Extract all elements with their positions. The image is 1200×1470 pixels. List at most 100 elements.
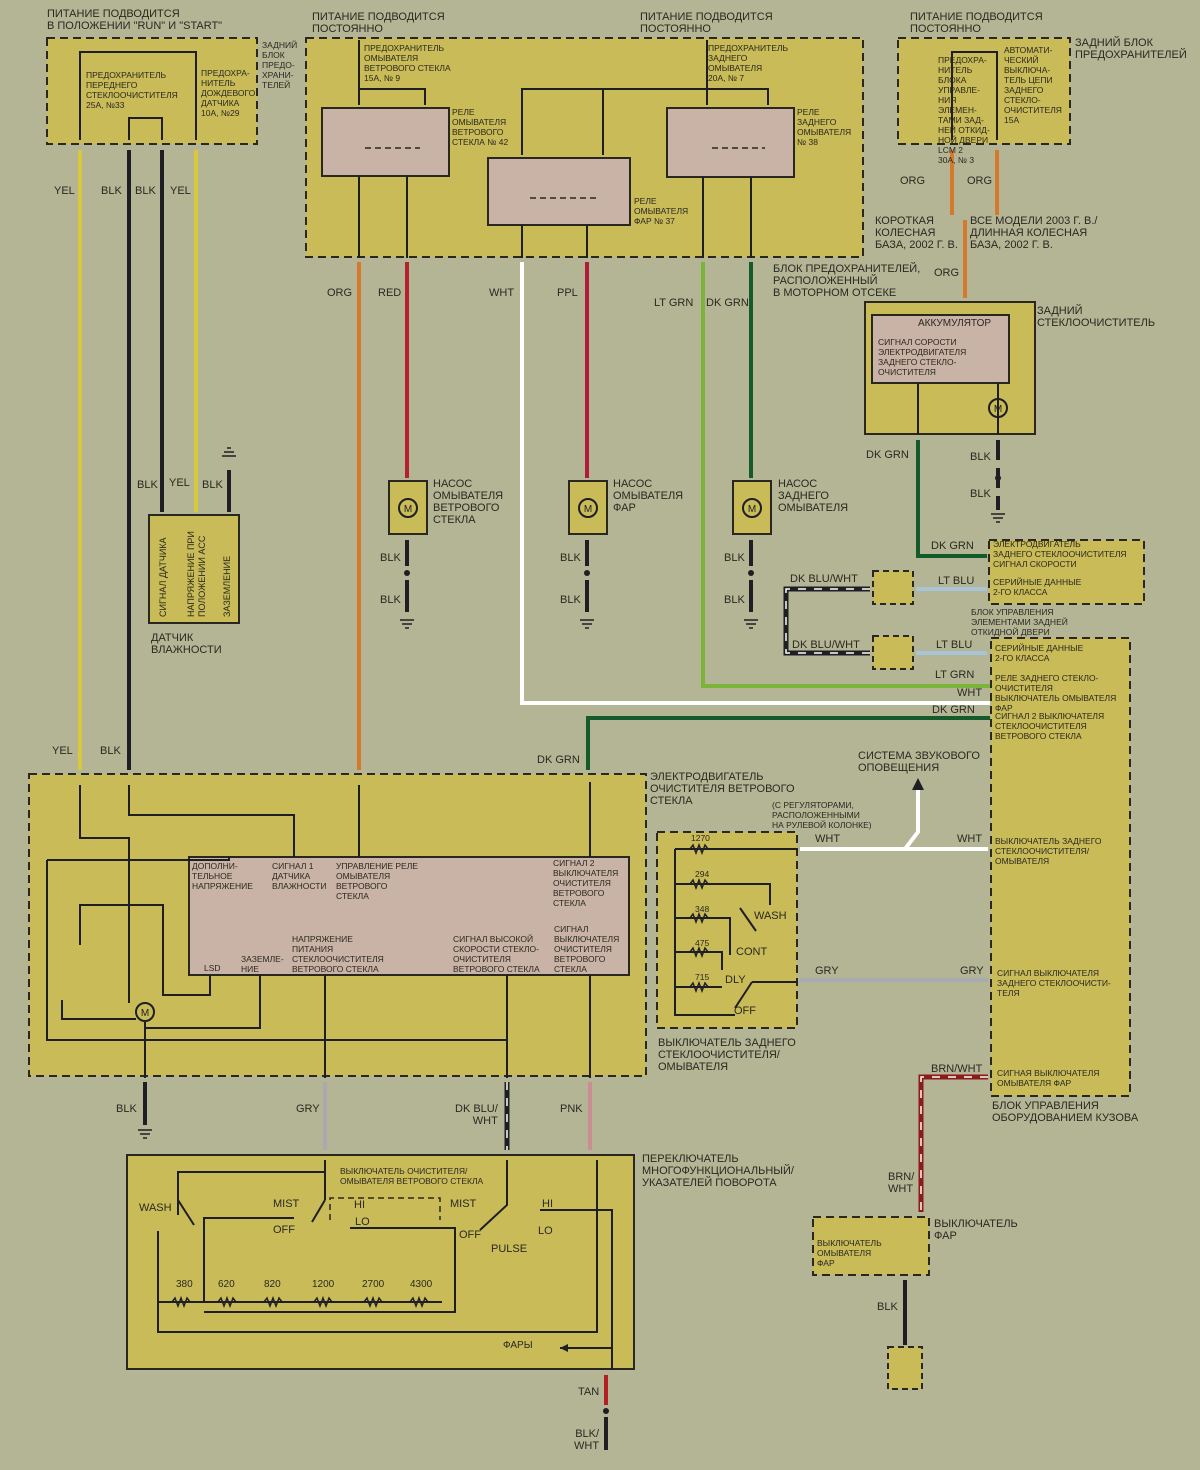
relay-42-label: Реле омывателя ветрового стекла № 42 <box>452 107 509 147</box>
bcm-title: Блок управления оборудованием кузова <box>992 1100 1139 1124</box>
wire-dk-grn-rear <box>916 440 987 558</box>
wm-pin-ground: Заземле- ние <box>241 954 284 974</box>
mf-lo-1: LO <box>355 1216 370 1228</box>
svg-text:M: M <box>404 504 412 515</box>
wl-lt-blu-1: LT BLU <box>938 575 975 587</box>
mf-pulse: PULSE <box>491 1243 528 1255</box>
mf-mist-2: MIST <box>450 1198 477 1210</box>
rear-fuse-block <box>897 37 1071 145</box>
liftgate-pin-serial: Серийные данные 2-го класса <box>993 577 1082 597</box>
wl-dk-blu-wht-3: DK BLU/ WHT <box>455 1103 498 1127</box>
mf-res-3: 1200 <box>312 1279 335 1290</box>
rs-res-4: 715 <box>695 972 710 982</box>
rear-fuse-block-title: Задний блок предохранителей <box>1075 37 1187 61</box>
wl-dk-grn: DK GRN <box>706 297 749 309</box>
wire-dk-grn-bcm <box>586 716 990 770</box>
relay-38 <box>666 107 795 178</box>
bcm-pin-serial: Серийные данные 2-го класса <box>995 643 1084 663</box>
bcm-pin-headlamp-signal: Сигная выключателя омывателя фар <box>997 1068 1100 1088</box>
humidity-sensor-title: Датчик влажности <box>151 632 222 656</box>
wl-red: RED <box>378 287 402 299</box>
body-control-module-box <box>990 637 1131 1097</box>
wiper-motor-icon <box>135 1002 155 1022</box>
mf-res-2: 820 <box>264 1279 281 1290</box>
fuse-lcm-label: Предохра- нитель блока управле- ния элем… <box>938 55 990 165</box>
fuse-9-label: Предохранитель омывателя ветрового стекл… <box>364 43 451 83</box>
power-label-constant-3: Питание подводится постоянно <box>910 11 1043 35</box>
wl-pump-blk-5: BLK <box>724 552 745 564</box>
wl-brn-wht: BRN/WHT <box>931 1063 983 1075</box>
wl-dk-grn-rear: DK GRN <box>866 449 909 461</box>
relay-37 <box>487 157 631 226</box>
wl-yel-3: YEL <box>169 477 190 489</box>
rs-pos-cont: CONT <box>736 946 768 958</box>
wm-pin-lsd: LSD <box>204 963 221 973</box>
wl-pnk: PNK <box>560 1103 583 1115</box>
rs-pos-off: OFF <box>734 1005 756 1017</box>
rear-wiper-module-text: Сигнал сорости электродвигателя заднего … <box>878 337 967 377</box>
wm-pin-high: Сигнал высокой скорости стекло- очистите… <box>453 934 540 974</box>
relay-38-label: Реле заднего омывателя № 38 <box>797 107 852 147</box>
mf-hi-2: HI <box>542 1198 553 1210</box>
wm-pin-supply: Напряжение питания стеклоочистителя ветр… <box>292 934 384 974</box>
wl-org-1: ORG <box>900 175 926 187</box>
rs-res-3: 475 <box>695 938 710 948</box>
rear-wiper-module <box>871 314 1010 384</box>
wl-yel-2: YEL <box>170 185 191 197</box>
multifunction-title: Переключатель многофункциональный/ указа… <box>642 1153 794 1189</box>
power-label-constant-1: Питание подводится постоянно <box>312 11 445 35</box>
fuse-block-left <box>46 37 258 145</box>
fuse-block-left-title: Задний блок предо- храни- телей <box>262 40 298 90</box>
liftgate-pin-speed: Электродвигатель заднего стеклоочистител… <box>993 539 1127 569</box>
power-label-run-start: Питание подводится в положении "RUN" и "… <box>47 8 223 32</box>
wl-gry-switch: GRY <box>815 965 839 977</box>
wl-blk-3: BLK <box>137 479 158 491</box>
wl-blk-headlamp: BLK <box>877 1301 898 1313</box>
pump-windshield-label: Насос омывателя ветрового стекла <box>433 478 504 526</box>
pump-windshield-motor-icon <box>398 498 418 518</box>
bcm-pin-wiper-signal-2: Сигнал 2 выключателя стеклоочистителя ве… <box>995 711 1105 741</box>
mf-res-5: 4300 <box>410 1279 433 1290</box>
wl-blk-1: BLK <box>101 185 122 197</box>
fuse-7-label: Предохранитель заднего омывателя 20А, № … <box>708 43 789 83</box>
wl-gry-bcm: GRY <box>960 965 984 977</box>
mf-res-1: 620 <box>218 1279 235 1290</box>
mf-subtitle: Выключатель очистителя/ омывателя ветров… <box>340 1166 484 1186</box>
humidity-pin-3: Заземление <box>222 555 232 617</box>
wl-blk-wht: BLK/ WHT <box>574 1428 600 1452</box>
bcm-pin-rear-switch-signal: Сигнал выключателя заднего стеклоочисти-… <box>997 968 1111 998</box>
chime-note: (С регуляторами, расположенными на рулев… <box>772 800 872 830</box>
wl-wht: WHT <box>489 287 515 299</box>
wm-pin-relay: Управление реле омывателя ветрового стек… <box>336 861 418 901</box>
rear-wiper-module-title: Аккумулятор <box>918 318 992 329</box>
multifunction-switch-box <box>126 1154 635 1370</box>
rear-wiper-title: Задний стеклоочиститель <box>1037 305 1156 329</box>
bcm-pin-rear-switch: Выключатель заднего стеклоочистителя/ ом… <box>995 836 1102 866</box>
wl-dk-grn-liftgate: DK GRN <box>931 540 974 552</box>
wl-blk-motor: BLK <box>100 745 121 757</box>
rear-switch-box <box>656 831 798 1029</box>
wiper-motor-module <box>188 856 630 976</box>
humidity-pin-2: Напряжение при положении ACC <box>186 531 207 617</box>
wl-blk-rear-1: BLK <box>970 451 991 463</box>
mf-mist-1: MIST <box>273 1198 300 1210</box>
wm-pin-switch: Сигнал выключателя очистителя ветрового … <box>554 924 620 974</box>
wl-gry: GRY <box>296 1103 320 1115</box>
wl-dk-blu-wht-1: DK BLU/WHT <box>790 573 858 585</box>
wire-lt-grn <box>701 262 990 688</box>
headlamp-switch-box <box>812 1216 930 1276</box>
mf-hi-1: HI <box>354 1199 365 1211</box>
wheelbase-short: Короткая колесная база, 2002 г. в. <box>875 215 958 251</box>
chime-title: Система звукового оповещения <box>858 750 980 774</box>
wl-ppl: PPL <box>557 287 578 299</box>
wheelbase-long: Все модели 2003 г. в./ длинная колесная … <box>970 215 1098 251</box>
pump-windshield-box <box>388 480 428 535</box>
wm-pin-aux: Дополни- тельное напряжение <box>192 861 253 891</box>
wl-yel-motor: YEL <box>52 745 73 757</box>
wl-pump-blk-2: BLK <box>380 594 401 606</box>
wl-pump-blk-3: BLK <box>560 552 581 564</box>
ground-symbols <box>138 447 1005 1139</box>
pump-rear-label: Насос заднего омывателя <box>778 478 849 514</box>
wl-dk-blu-wht-2: DK BLU/WHT <box>792 639 860 651</box>
